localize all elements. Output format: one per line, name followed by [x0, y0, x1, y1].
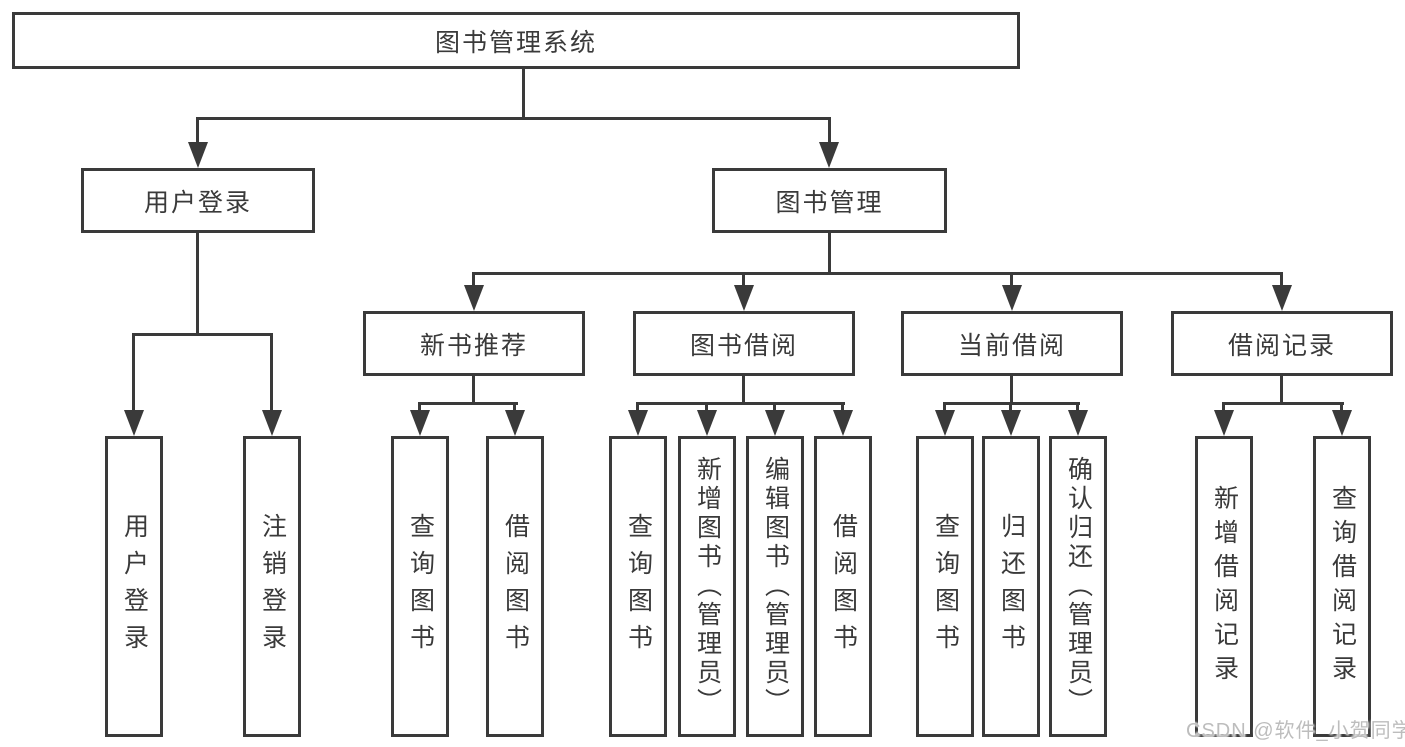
node-user-login-label: 用户登录	[143, 188, 252, 217]
leaf-logout: 注销登录	[243, 436, 301, 737]
connector-drop-add-book-admin	[705, 402, 708, 414]
arrowhead-book-management	[819, 142, 839, 168]
arrowhead-add-book-admin	[697, 410, 717, 436]
node-user-login: 用户登录	[81, 168, 315, 233]
arrowhead-query-books-recommend	[410, 410, 430, 436]
node-new-book-recommend-label: 新书推荐	[419, 331, 528, 360]
leaf-query-books-borrow-label: 查询图书	[624, 512, 653, 661]
leaf-logout-label: 注销登录	[258, 512, 287, 661]
node-root-system: 图书管理系统	[12, 12, 1020, 69]
connector-current-bus	[944, 402, 1080, 405]
leaf-add-book-admin: 新增图书（管理员）	[678, 436, 736, 737]
leaf-borrow-books-borrow-label: 借阅图书	[829, 512, 858, 661]
leaf-query-borrow-record-label: 查询借阅记录	[1328, 484, 1357, 689]
arrowhead-confirm-return-admin	[1068, 410, 1088, 436]
connector-book-borrow-stub	[742, 376, 745, 405]
connector-drop-add-borrow-record	[1222, 402, 1225, 414]
leaf-edit-book-admin: 编辑图书（管理员）	[746, 436, 804, 737]
leaf-return-book-label: 归还图书	[997, 512, 1026, 661]
connector-drop-leaf-logout	[270, 333, 273, 413]
node-book-management-label: 图书管理	[775, 188, 884, 217]
leaf-query-books-current-label: 查询图书	[931, 512, 960, 661]
node-new-book-recommend: 新书推荐	[363, 311, 585, 376]
node-book-borrow-label: 图书借阅	[689, 331, 798, 360]
node-root-label: 图书管理系统	[434, 28, 597, 57]
leaf-return-book: 归还图书	[982, 436, 1040, 737]
arrowhead-borrow-books-borrow	[833, 410, 853, 436]
leaf-query-books-recommend: 查询图书	[391, 436, 449, 737]
leaf-add-book-admin-label: 新增图书（管理员）	[693, 456, 722, 717]
connector-current-borrow-stub	[1010, 376, 1013, 405]
leaf-edit-book-admin-label: 编辑图书（管理员）	[761, 456, 790, 717]
connector-user-login-bus	[132, 333, 273, 336]
leaf-user-login-label: 用户登录	[120, 512, 149, 661]
connector-borrow-bus	[637, 402, 845, 405]
connector-drop-borrow-books-recommend	[513, 402, 516, 414]
connector-book-management-stub	[828, 233, 831, 275]
connector-drop-borrow-records	[1280, 272, 1283, 287]
connector-drop-book-borrow	[742, 272, 745, 287]
arrowhead-leaf-user-login	[124, 410, 144, 436]
arrowhead-query-borrow-record	[1332, 410, 1352, 436]
connector-borrow-records-stub	[1280, 376, 1283, 405]
arrowhead-query-books-current	[935, 410, 955, 436]
node-current-borrow-label: 当前借阅	[957, 331, 1066, 360]
connector-drop-leaf-user-login	[132, 333, 135, 413]
node-book-management: 图书管理	[712, 168, 947, 233]
node-current-borrow: 当前借阅	[901, 311, 1123, 376]
connector-drop-edit-book-admin	[773, 402, 776, 414]
connector-records-bus	[1223, 402, 1344, 405]
leaf-borrow-books-borrow: 借阅图书	[814, 436, 872, 737]
connector-user-login-stub	[196, 233, 199, 335]
leaf-add-borrow-record-label: 新增借阅记录	[1210, 484, 1239, 689]
leaf-query-books-recommend-label: 查询图书	[406, 512, 435, 661]
connector-drop-query-books-recommend	[418, 402, 421, 414]
connector-new-book-recommend-stub	[472, 376, 475, 405]
connector-level2-bus	[196, 117, 831, 120]
connector-drop-query-books-borrow	[636, 402, 639, 414]
arrowhead-borrow-records	[1272, 285, 1292, 311]
leaf-query-books-current: 查询图书	[916, 436, 974, 737]
arrowhead-user-login	[188, 142, 208, 168]
leaf-borrow-books-recommend: 借阅图书	[486, 436, 544, 737]
leaf-user-login: 用户登录	[105, 436, 163, 737]
node-borrow-records-label: 借阅记录	[1227, 331, 1336, 360]
connector-level3-bus	[472, 272, 1283, 275]
leaf-confirm-return-admin: 确认归还（管理员）	[1049, 436, 1107, 737]
node-book-borrow: 图书借阅	[633, 311, 855, 376]
leaf-borrow-books-recommend-label: 借阅图书	[501, 512, 530, 661]
connector-drop-return-book	[1009, 402, 1012, 414]
connector-drop-new-book-recommend	[472, 272, 475, 287]
connector-drop-query-books-current	[943, 402, 946, 414]
leaf-confirm-return-admin-label: 确认归还（管理员）	[1064, 456, 1093, 717]
arrowhead-borrow-books-recommend	[505, 410, 525, 436]
arrowhead-query-books-borrow	[628, 410, 648, 436]
connector-drop-current-borrow	[1010, 272, 1013, 287]
node-borrow-records: 借阅记录	[1171, 311, 1393, 376]
arrowhead-return-book	[1001, 410, 1021, 436]
connector-drop-borrow-books-borrow	[841, 402, 844, 414]
leaf-query-borrow-record: 查询借阅记录	[1313, 436, 1371, 737]
arrowhead-book-borrow	[734, 285, 754, 311]
leaf-add-borrow-record: 新增借阅记录	[1195, 436, 1253, 737]
arrowhead-edit-book-admin	[765, 410, 785, 436]
connector-drop-user-login	[196, 117, 199, 145]
connector-drop-confirm-return-admin	[1076, 402, 1079, 414]
watermark: CSDN @软件_小贺同学	[1186, 720, 1405, 742]
connector-root-stub	[522, 69, 525, 119]
arrowhead-add-borrow-record	[1214, 410, 1234, 436]
arrowhead-new-book-recommend	[464, 285, 484, 311]
connector-drop-book-management	[828, 117, 831, 145]
arrowhead-current-borrow	[1002, 285, 1022, 311]
connector-recommend-bus	[419, 402, 518, 405]
arrowhead-leaf-logout	[262, 410, 282, 436]
leaf-query-books-borrow: 查询图书	[609, 436, 667, 737]
connector-drop-query-borrow-record	[1340, 402, 1343, 414]
